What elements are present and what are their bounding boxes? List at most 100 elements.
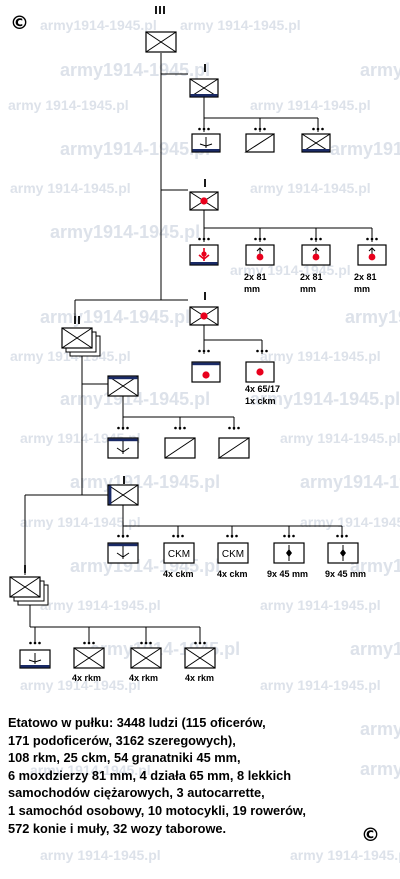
rifle-platoon-symbol: [184, 647, 216, 669]
echelon-dots: [140, 641, 152, 645]
motorized-bar: [108, 543, 138, 547]
watermark-text: army 1914-1945.pl: [20, 514, 141, 530]
mortar-platoon-symbol: [357, 244, 387, 266]
infantry-cross: [107, 484, 139, 506]
echelon-dot: [256, 349, 259, 353]
infantry-cross: [9, 576, 41, 598]
echelon-dot: [92, 641, 95, 645]
mortar-dot: [368, 253, 376, 261]
hq-chevron: [116, 552, 130, 558]
ckm-label: CKM: [222, 549, 244, 560]
hq-chevron: [199, 143, 213, 147]
watermark-text: army1914-1945.pl: [60, 139, 210, 159]
rifle-company-hq-symbol: [19, 649, 51, 669]
unit-caption-line: 1x ckm: [245, 396, 276, 406]
weapon-dot: [256, 368, 264, 376]
echelon-dots: [198, 237, 210, 241]
signal-company-symbol: [301, 133, 331, 153]
mortar-hq-symbol: [189, 244, 219, 266]
unit-frame: [163, 542, 195, 564]
echelon-dot: [263, 237, 266, 241]
echelon-dot: [254, 237, 257, 241]
echelon-dots: [198, 349, 210, 353]
ckm-platoon-symbol: CKM: [217, 542, 249, 564]
infantry-cross: [184, 647, 216, 669]
unit-caption-line: 4x ckm: [217, 569, 248, 579]
battalions-symbol: [61, 327, 101, 357]
infantry-cross: [130, 647, 162, 669]
echelon-dots: [117, 534, 129, 538]
echelon-dot: [265, 349, 268, 353]
echelon-dot: [321, 127, 324, 131]
watermark-text: army1914-1945.pl: [350, 556, 400, 576]
mortar-arrow: [368, 247, 376, 252]
echelon-dot: [126, 534, 129, 538]
echelon-dot: [178, 426, 182, 430]
mortar-dot: [256, 253, 264, 261]
echelon-dot: [310, 237, 313, 241]
echelon-dot: [260, 349, 264, 353]
rifle-platoon-symbol: [73, 647, 105, 669]
watermark-text: army1914-1945.pl: [360, 759, 400, 779]
unit-caption-line: 9x 45 mm: [267, 569, 308, 579]
battalion-hq-symbol: [107, 375, 139, 397]
grenade-diamond: [340, 549, 346, 557]
echelon-dot: [314, 237, 318, 241]
watermark-text: army1914-1945.pl: [60, 389, 210, 409]
echelon-dot: [366, 237, 369, 241]
watermark-text: army1914-1945.pl: [360, 60, 400, 80]
grenade-platoon-symbol: [327, 542, 359, 564]
echelon-dot: [117, 426, 120, 430]
ckm-caption: 4x ckm: [163, 569, 194, 579]
unit-caption-line: 9x 45 mm: [325, 569, 366, 579]
regiment-echelon-bars: [155, 6, 165, 14]
watermark-text: army 1914-1945.pl: [250, 97, 371, 113]
echelon-dots: [194, 641, 206, 645]
heavy-weapons-hq-symbol: [107, 542, 139, 564]
unit-caption-line: 4x rkm: [129, 673, 158, 683]
summary-line: 572 konie i muły, 32 wozy taborowe.: [8, 820, 227, 836]
rkm-caption: 4x rkm: [129, 673, 158, 683]
grenade-diamond: [286, 549, 292, 557]
unit-caption-line: 4x rkm: [185, 673, 214, 683]
echelon-dot: [258, 237, 262, 241]
echelon-bars: [74, 316, 80, 324]
echelon-dot: [230, 534, 234, 538]
summary-line: 171 podoficerów, 3162 szeregowych),: [8, 732, 236, 748]
watermark-text: army1914-1945.pl: [40, 307, 190, 327]
echelon-dot: [198, 349, 201, 353]
echelon-dots: [117, 426, 129, 430]
ckm-label: CKM: [168, 549, 190, 560]
motorized-bar: [108, 376, 138, 380]
regiment-hq-symbol: [189, 78, 219, 98]
echelon-dots: [366, 237, 378, 241]
supply-company-symbol: [244, 133, 275, 153]
watermark-text: army 1914-1945.pl: [280, 430, 400, 446]
regiment-summary-text: Etatowo w pułku: 3448 ludzi (115 oficeró…: [8, 714, 396, 837]
echelon-dot: [198, 127, 201, 131]
motorized-bar: [192, 149, 220, 152]
motorized-bar: [190, 94, 218, 97]
summary-line: 6 moxdzierzy 81 mm, 4 działa 65 mm, 8 le…: [8, 767, 292, 783]
watermark-text: army1914-1945.pl: [250, 389, 400, 409]
echelon-dot: [202, 127, 206, 131]
watermark-text: army 1914-1945.pl: [260, 597, 381, 613]
motorized-bar: [190, 262, 218, 265]
echelon-dot: [319, 237, 322, 241]
echelon-dot: [207, 349, 210, 353]
watermark-text: army1914-1945.pl: [300, 472, 400, 492]
summary-line: 1 samochód osobowy, 10 motocykli, 19 row…: [8, 802, 306, 818]
watermark-text: army 1914-1945.pl: [260, 677, 381, 693]
echelon-dot: [144, 641, 148, 645]
echelon-dot: [140, 641, 143, 645]
echelon-dot: [174, 426, 177, 430]
summary-line: Etatowo w pułku: 3448 ludzi (115 oficeró…: [8, 715, 266, 730]
infantry-gun-company-symbol: [189, 306, 219, 326]
watermark-text: army1914-1945.pl: [360, 719, 400, 739]
infantry-cross: [145, 31, 177, 53]
echelon-dot: [263, 127, 266, 131]
